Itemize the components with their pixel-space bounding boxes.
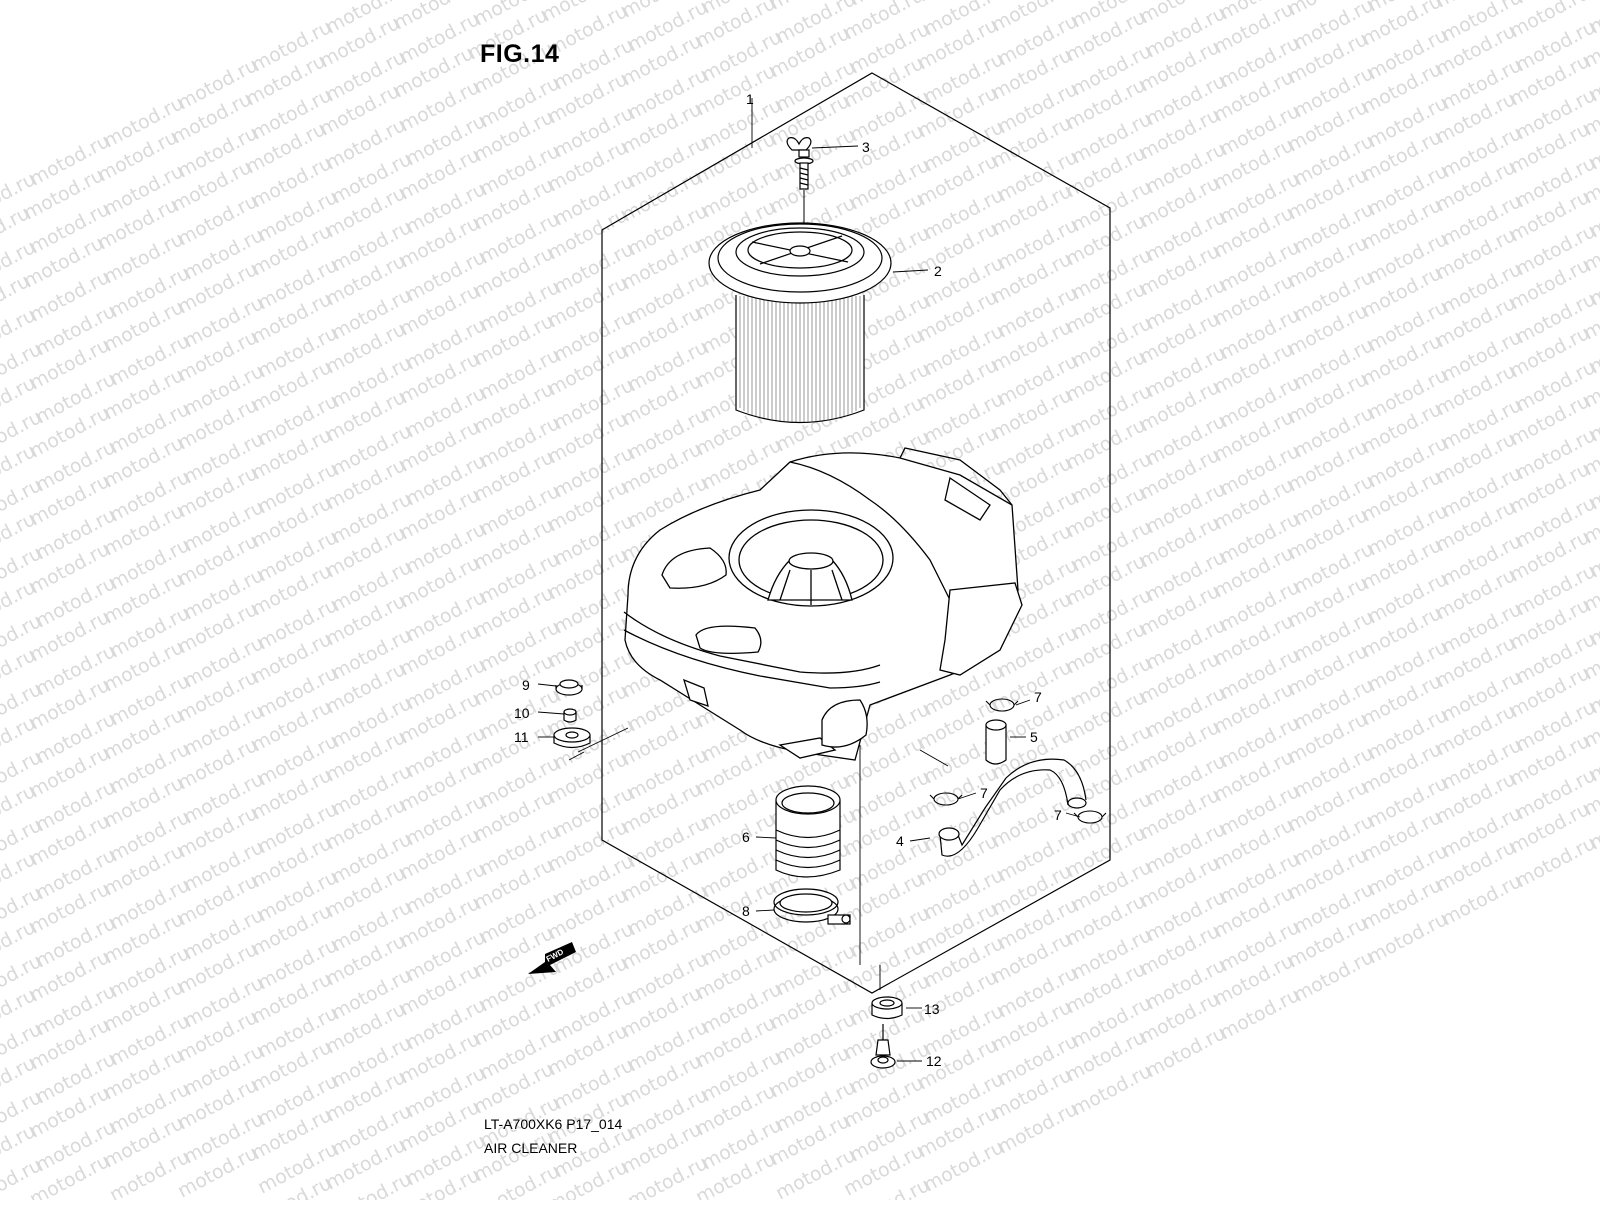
callout-7a: 7 [1034,689,1042,705]
callout-10: 10 [514,705,530,721]
intake-tube-part[interactable] [776,786,840,877]
callout-1: 1 [746,91,754,107]
drain-grommet-part[interactable] [872,997,902,1019]
figure-title: FIG.14 [480,40,559,69]
callout-4: 4 [896,833,904,849]
callout-8: 8 [742,903,750,919]
collar-part[interactable] [564,709,576,722]
callout-5: 5 [1030,729,1038,745]
section-name: AIR CLEANER [484,1140,577,1156]
callout-7b: 7 [980,785,988,801]
callout-2: 2 [934,263,942,279]
model-code: LT-A700XK6 P17_014 [484,1116,622,1132]
air-filter-element-part[interactable] [709,223,891,423]
callout-6: 6 [742,829,750,845]
callout-7c: 7 [1054,807,1062,823]
grommet-part[interactable] [554,728,590,748]
callout-11: 11 [514,729,529,745]
hose-part[interactable] [986,720,1006,764]
callout-3: 3 [862,139,870,155]
callout-9: 9 [522,677,530,693]
callout-13: 13 [924,1001,940,1017]
callout-12: 12 [926,1053,942,1069]
